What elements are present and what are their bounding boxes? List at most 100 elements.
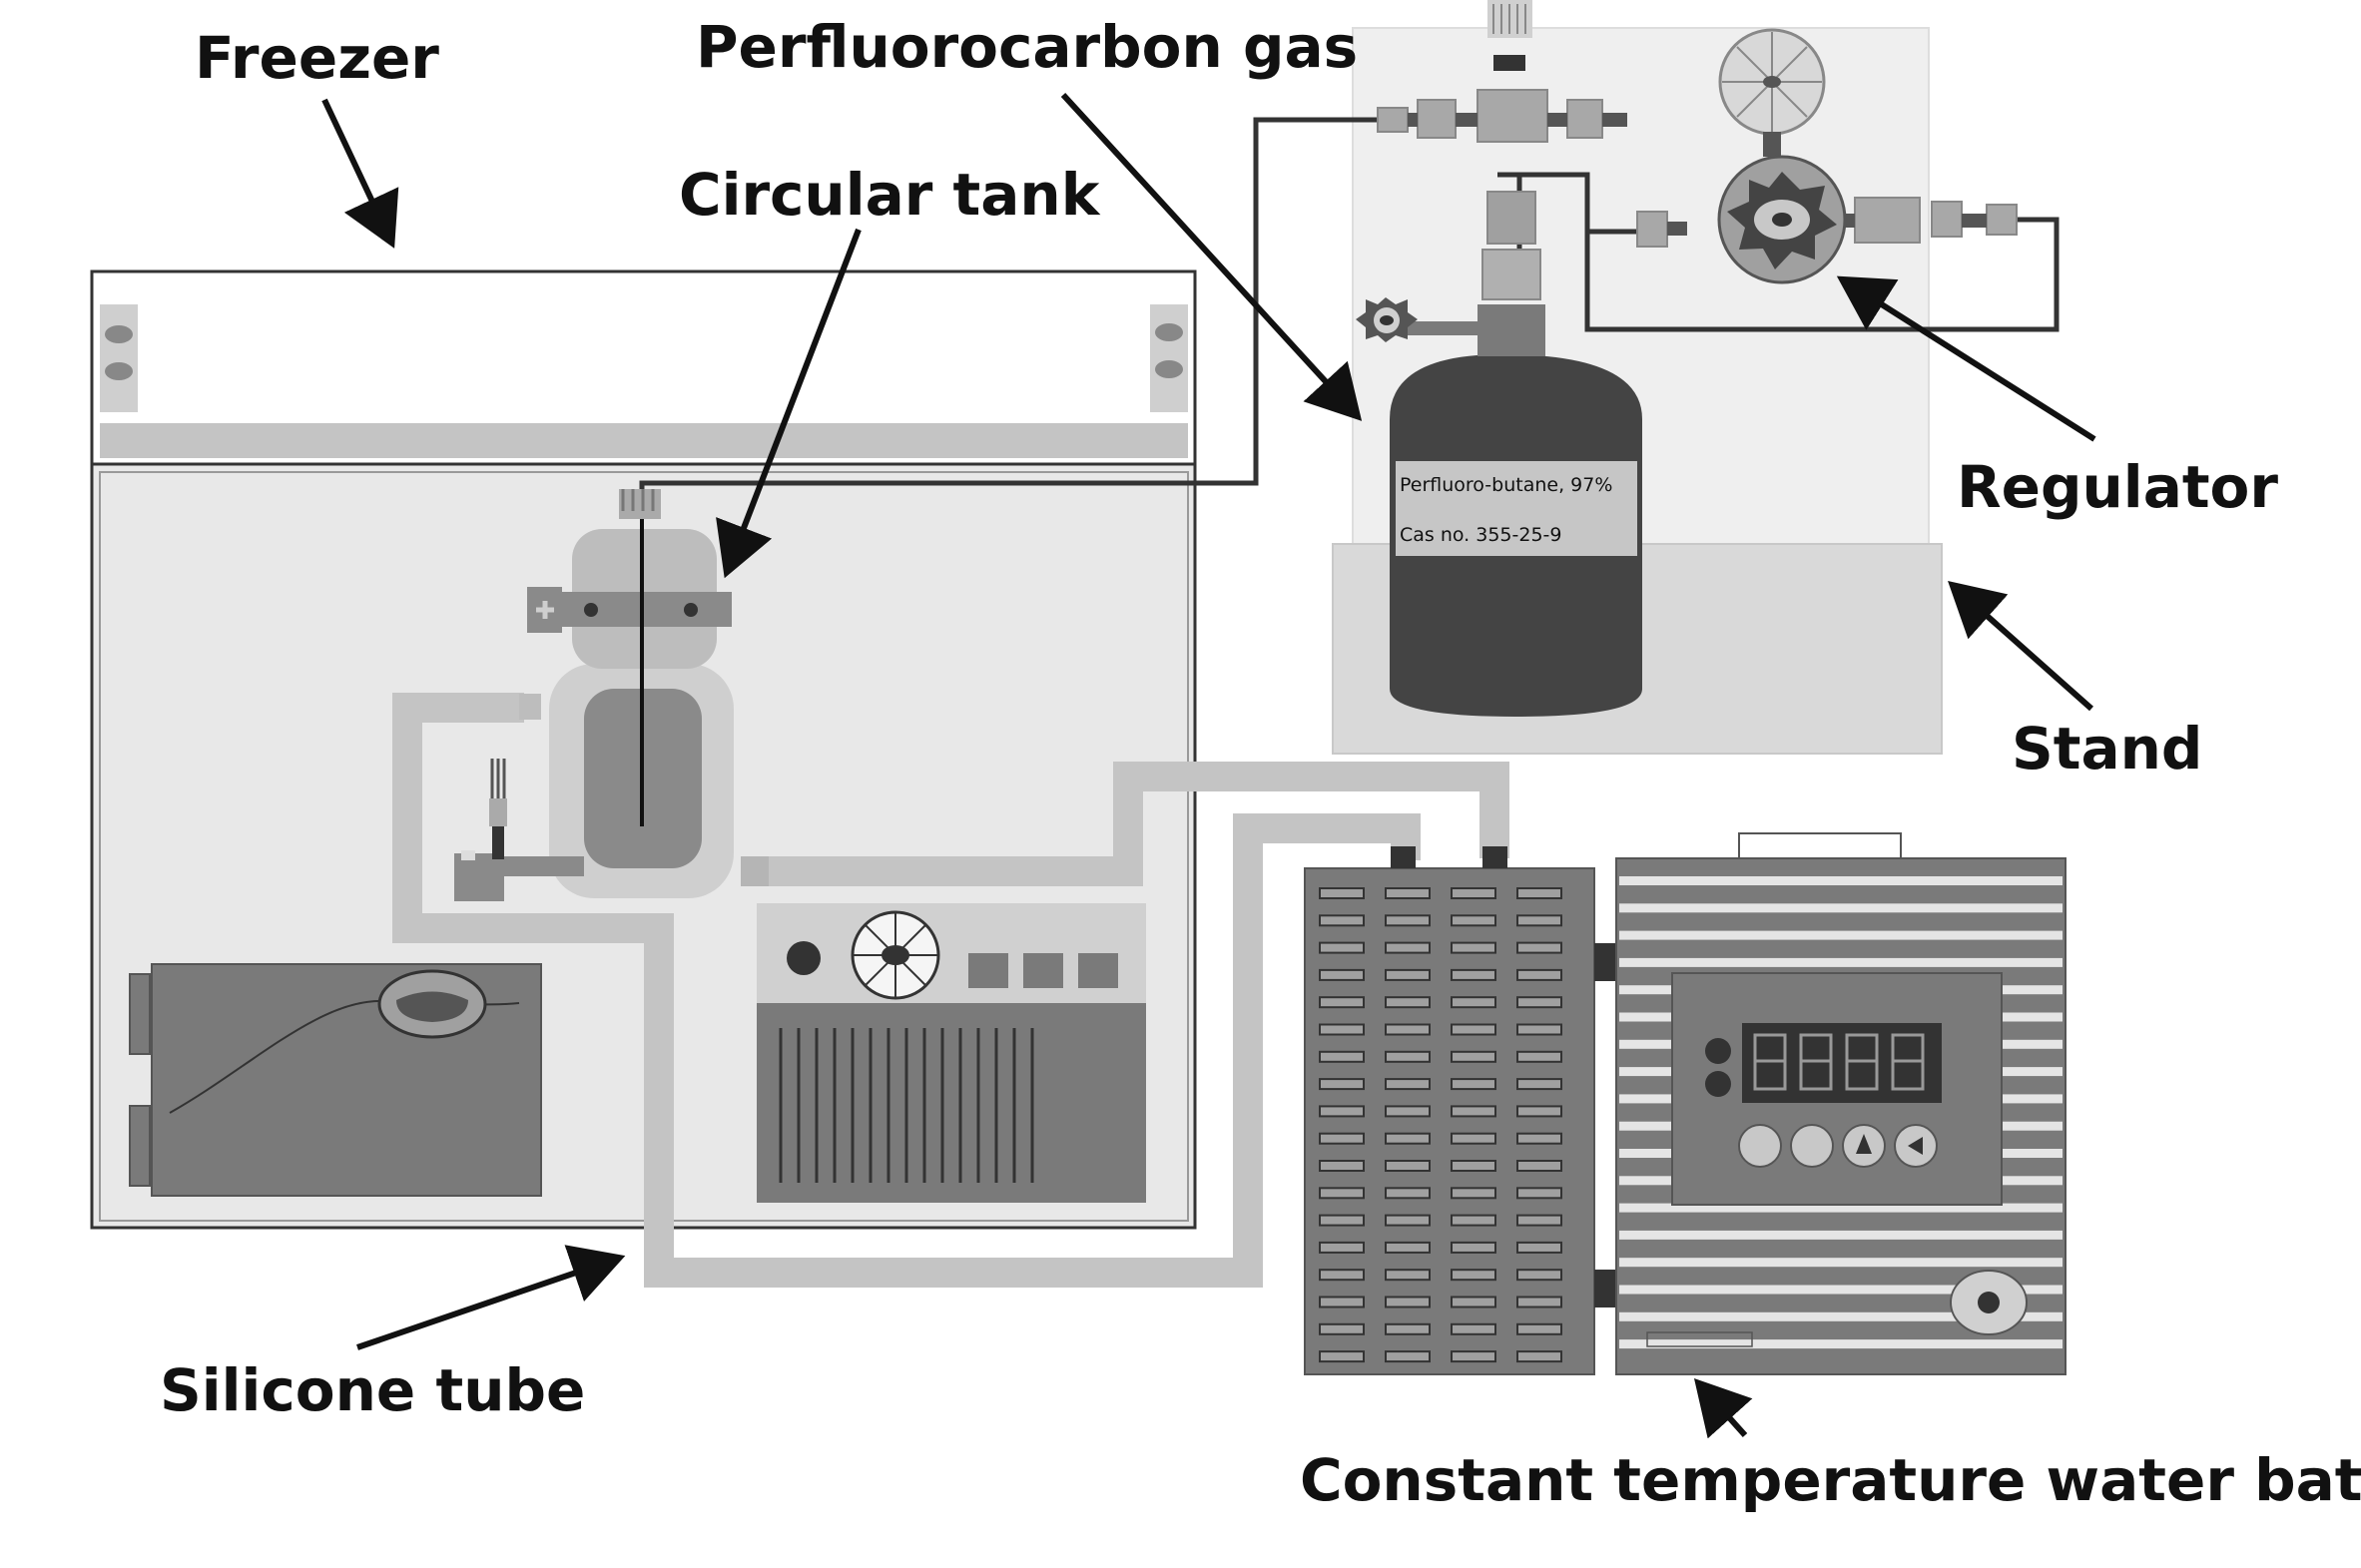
cylinder-label-line2: Cas no. 355-25-9	[1400, 524, 1562, 546]
bath-slot	[1319, 1160, 1365, 1172]
label-arrows	[321, 92, 2096, 1439]
bath-slot	[1319, 1050, 1365, 1063]
label-regulator: Regulator	[1957, 453, 2278, 521]
bath-slot	[1319, 1187, 1365, 1200]
tube-connector	[519, 694, 541, 720]
arrow-perfluorocarbon-gas	[1060, 92, 1363, 421]
chiller-unit	[757, 903, 1146, 1203]
bath-slot	[1451, 914, 1496, 927]
bath-slot	[1319, 1105, 1365, 1118]
bath-slot	[1319, 968, 1365, 981]
bath-slot	[1451, 1350, 1496, 1363]
cylinder-label-line1: Perfluoro-butane, 97%	[1400, 474, 1612, 496]
bath-slot	[1319, 914, 1365, 927]
water-bath	[1304, 832, 2066, 1375]
label-stand: Stand	[2012, 715, 2202, 783]
bath-slot	[1451, 1160, 1496, 1172]
bath-slot	[1516, 1350, 1562, 1363]
bath-slot	[1451, 1105, 1496, 1118]
bath-slot	[1319, 996, 1365, 1009]
bath-slot	[1385, 1269, 1431, 1282]
bath-slot	[1385, 996, 1431, 1009]
bath-slot	[1451, 1023, 1496, 1036]
label-circular-tank: Circular tank	[679, 161, 1101, 229]
bath-slot	[1385, 1322, 1431, 1335]
circular-tank	[454, 489, 734, 901]
bath-slot	[1516, 1132, 1562, 1145]
bath-slot	[1319, 1322, 1365, 1335]
arrow-circular-tank	[716, 228, 862, 579]
bath-stripe	[1619, 1311, 2063, 1321]
bath-slot	[1385, 1187, 1431, 1200]
bath-stripe	[1619, 1285, 2063, 1295]
bath-slot	[1451, 887, 1496, 899]
bath-slot	[1385, 941, 1431, 954]
tube-connector	[741, 856, 769, 886]
bath-slot	[1516, 914, 1562, 927]
bath-slot	[1516, 1269, 1562, 1282]
arrow-regulator	[1836, 275, 2096, 442]
bath-slot	[1451, 1322, 1496, 1335]
bath-slot	[1319, 1078, 1365, 1091]
bath-slot	[1385, 914, 1431, 927]
bath-stripe	[1619, 876, 2063, 885]
bath-slot	[1319, 1269, 1365, 1282]
display-digit-bottom	[1753, 1059, 1787, 1091]
bath-slot	[1451, 1214, 1496, 1227]
bath-slot	[1385, 1132, 1431, 1145]
bath-slot	[1516, 1078, 1562, 1091]
bath-slot	[1451, 996, 1496, 1009]
bath-stripe	[1619, 1258, 2063, 1268]
display-digit-bottom	[1891, 1059, 1925, 1091]
bath-slot	[1319, 1350, 1365, 1363]
bath-slot	[1451, 1132, 1496, 1145]
label-perfluorocarbon-gas: Perfluorocarbon gas	[696, 13, 1358, 81]
bath-slot	[1385, 1078, 1431, 1091]
bath-slot	[1451, 1269, 1496, 1282]
bath-slot	[1451, 1050, 1496, 1063]
bath-stripe	[1619, 1203, 2063, 1213]
arrow-stand	[1948, 581, 2093, 712]
bath-slot	[1516, 1214, 1562, 1227]
bath-slot	[1516, 968, 1562, 981]
bath-slot	[1516, 941, 1562, 954]
bath-slot	[1516, 887, 1562, 899]
label-silicone-tube: Silicone tube	[160, 1356, 585, 1424]
regulator-assembly	[1377, 0, 2018, 284]
bath-slot	[1319, 941, 1365, 954]
bath-slot	[1451, 1187, 1496, 1200]
display-digit-bottom	[1845, 1059, 1879, 1091]
arrow-silicone-tube	[356, 1245, 626, 1350]
bath-stripe	[1619, 903, 2063, 913]
bath-slot	[1451, 1078, 1496, 1091]
bath-slot	[1385, 887, 1431, 899]
bath-slot	[1319, 1241, 1365, 1254]
bath-slot	[1319, 1132, 1365, 1145]
bath-slot	[1516, 1322, 1562, 1335]
bath-stripe	[1619, 957, 2063, 967]
arrow-freezer	[321, 98, 399, 249]
bath-slot	[1516, 1241, 1562, 1254]
bath-stripe	[1619, 930, 2063, 940]
bath-slot	[1516, 1187, 1562, 1200]
bath-slot	[1451, 968, 1496, 981]
display-digit-bottom	[1799, 1059, 1833, 1091]
bath-slot	[1385, 1350, 1431, 1363]
bath-slot	[1451, 941, 1496, 954]
bath-slot	[1451, 1296, 1496, 1308]
bath-stripe	[1619, 1339, 2063, 1349]
bath-slot	[1319, 1296, 1365, 1308]
bath-slot	[1385, 1214, 1431, 1227]
bath-slot	[1516, 996, 1562, 1009]
bath-slot	[1385, 1105, 1431, 1118]
bath-slot	[1516, 1023, 1562, 1036]
bath-slot	[1516, 1296, 1562, 1308]
freezer-compressor	[129, 963, 542, 1197]
bath-slot	[1516, 1160, 1562, 1172]
bath-slot	[1451, 1241, 1496, 1254]
gas-cylinder: Perfluoro-butane, 97% Cas no. 355-25-9	[1356, 191, 1642, 717]
bath-slot	[1385, 1050, 1431, 1063]
bath-stripe	[1619, 1230, 2063, 1240]
silicone-tubes	[392, 693, 1509, 1288]
